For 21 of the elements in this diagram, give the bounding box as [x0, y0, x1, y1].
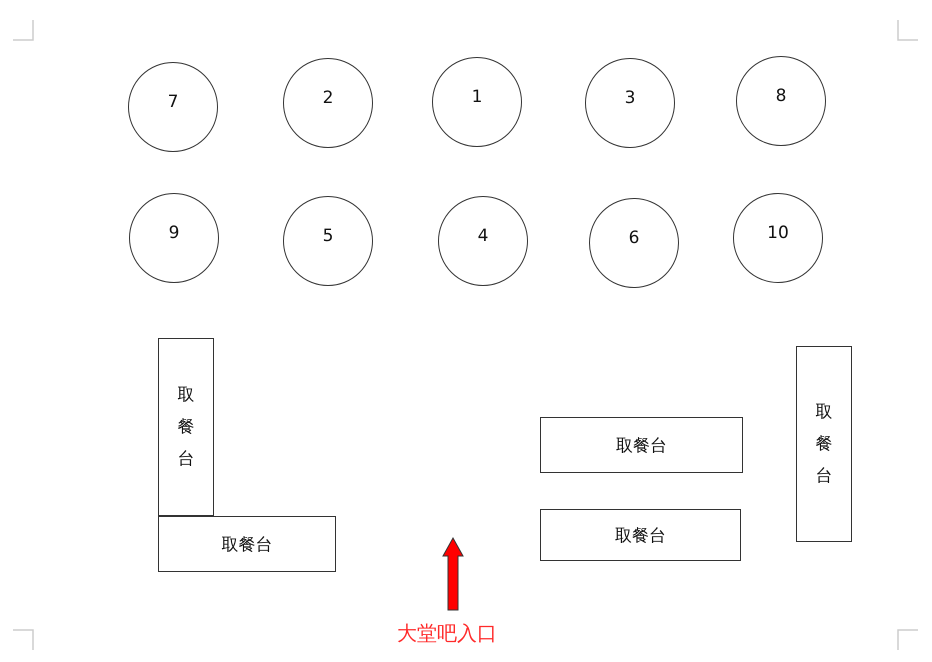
counter-label: 取餐台 [816, 400, 832, 488]
table-number: 6 [628, 228, 640, 248]
table-number: 8 [776, 86, 786, 106]
counter-label: 取餐台 [616, 434, 667, 456]
counter-label: 取餐台 [222, 534, 272, 556]
table-number: 7 [168, 92, 178, 112]
buffet-counter [158, 516, 336, 572]
buffet-counter [540, 417, 743, 473]
table-number: 4 [478, 226, 488, 246]
table-number: 1 [472, 87, 482, 107]
table-number: 10 [767, 223, 789, 243]
table-number: 2 [322, 88, 334, 108]
table-number: 5 [322, 226, 334, 246]
buffet-counter [158, 338, 214, 516]
buffet-counter [796, 346, 852, 542]
entrance-label: 大堂吧入口 [397, 620, 497, 647]
counter-label: 取餐台 [178, 384, 194, 472]
table-number: 3 [624, 88, 636, 108]
buffet-counter [540, 509, 741, 561]
counter-label: 取餐台 [615, 524, 666, 546]
table-number: 9 [168, 223, 180, 243]
